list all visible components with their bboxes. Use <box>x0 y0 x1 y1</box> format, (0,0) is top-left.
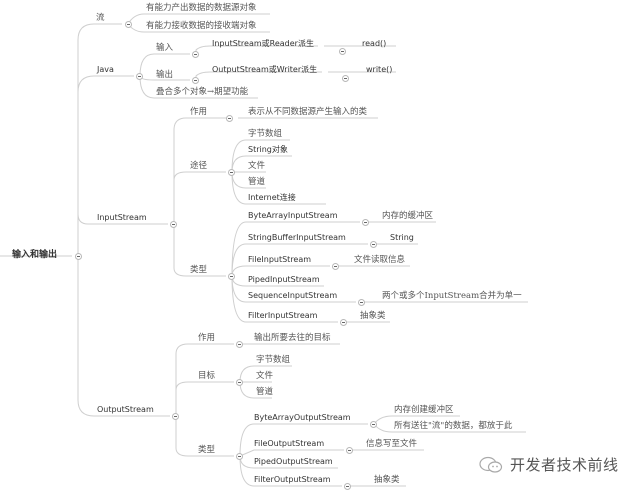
node-outputstream[interactable]: OutputStream <box>97 405 154 414</box>
collapse-toggle-os-purpose[interactable] <box>236 341 243 348</box>
node-bytearrayinputstream[interactable]: ByteArrayInputStream <box>248 211 338 220</box>
node-os-purpose[interactable]: 作用 <box>198 333 216 343</box>
node-java-input[interactable]: 输入 <box>156 43 174 53</box>
collapse-toggle-outputstream[interactable] <box>172 413 179 420</box>
root-node[interactable]: 输入和输出 <box>12 250 58 260</box>
node-os-target-file[interactable]: 文件 <box>256 371 274 381</box>
node-os-target-pipe[interactable]: 管道 <box>256 387 274 397</box>
collapse-toggle-java-output[interactable] <box>192 77 199 84</box>
node-bytearrayoutputstream-note-1[interactable]: 内存创建缓冲区 <box>394 405 454 415</box>
collapse-toggle-is-types[interactable] <box>228 273 235 280</box>
watermark-text: 开发者技术前线 <box>510 456 619 474</box>
collapse-toggle-bytearrayinputstream[interactable] <box>362 219 369 226</box>
node-fileoutputstream-note[interactable]: 信息写至文件 <box>366 439 418 449</box>
collapse-toggle-filteroutputstream[interactable] <box>344 483 351 490</box>
collapse-toggle-stream[interactable] <box>125 21 132 28</box>
node-filteroutputstream[interactable]: FilterOutputStream <box>254 475 331 484</box>
node-java-input-child[interactable]: InputStream或Reader派生 <box>212 39 314 48</box>
node-sequenceinputstream[interactable]: SequenceInputStream <box>248 291 338 300</box>
node-is-source-string[interactable]: String对象 <box>248 145 288 154</box>
collapse-toggle-fileinputstream[interactable] <box>332 263 339 270</box>
collapse-toggle-java-input[interactable] <box>192 51 199 58</box>
node-read[interactable]: read() <box>362 39 387 48</box>
node-java-output[interactable]: 输出 <box>156 70 174 80</box>
node-stringbufferinputstream-note[interactable]: String <box>390 233 414 242</box>
watermark: 开发者技术前线 <box>478 454 619 475</box>
collapse-toggle-os-targets[interactable] <box>236 379 243 386</box>
collapse-toggle-filterinputstream[interactable] <box>340 319 347 326</box>
collapse-toggle-bytearrayoutputstream[interactable] <box>370 421 377 428</box>
collapse-toggle-java[interactable] <box>136 73 143 80</box>
node-fileoutputstream[interactable]: FileOutputStream <box>254 439 325 448</box>
node-pipedinputstream[interactable]: PipedInputStream <box>248 275 320 284</box>
node-inputstream[interactable]: InputStream <box>97 213 147 222</box>
collapse-toggle-os-types[interactable] <box>236 453 243 460</box>
node-is-purpose-child[interactable]: 表示从不同数据源产生输入的类 <box>248 107 368 117</box>
collapse-toggle-is-purpose[interactable] <box>226 115 233 122</box>
node-is-source-file[interactable]: 文件 <box>248 161 266 171</box>
node-stringbufferinputstream[interactable]: StringBufferInputStream <box>248 233 346 242</box>
node-stream[interactable]: 流 <box>96 13 105 23</box>
node-bytearrayoutputstream[interactable]: ByteArrayOutputStream <box>254 413 351 422</box>
node-fileinputstream-note[interactable]: 文件读取信息 <box>354 255 406 265</box>
node-java-output-child[interactable]: OutputStream或Writer派生 <box>212 65 318 74</box>
node-stream-source[interactable]: 有能力产出数据的数据源对象 <box>146 3 257 13</box>
node-is-types[interactable]: 类型 <box>190 265 208 275</box>
node-bytearrayinputstream-note[interactable]: 内存的缓冲区 <box>382 211 434 221</box>
node-stream-sink[interactable]: 有能力接收数据的接收端对象 <box>146 21 257 31</box>
node-os-types[interactable]: 类型 <box>198 445 216 455</box>
node-java-combine[interactable]: 叠合多个对象→期望功能 <box>156 87 249 97</box>
collapse-toggle-is-sources[interactable] <box>228 169 235 176</box>
node-fileinputstream[interactable]: FileInputStream <box>248 255 312 264</box>
node-filterinputstream-note[interactable]: 抽象类 <box>360 311 386 321</box>
collapse-toggle-java-output-child[interactable] <box>342 75 349 82</box>
node-is-purpose[interactable]: 作用 <box>190 107 208 117</box>
collapse-toggle-root[interactable] <box>75 253 82 260</box>
collapse-toggle-inputstream[interactable] <box>170 221 177 228</box>
node-filteroutputstream-note[interactable]: 抽象类 <box>374 475 400 485</box>
wechat-icon <box>479 456 503 473</box>
node-java[interactable]: Java <box>97 65 114 74</box>
node-os-purpose-child[interactable]: 输出所要去往的目标 <box>254 333 331 343</box>
node-is-source-pipe[interactable]: 管道 <box>248 177 266 187</box>
node-bytearrayoutputstream-note-2[interactable]: 所有送往"流"的数据，都放于此 <box>394 421 513 431</box>
collapse-toggle-sequenceinputstream[interactable] <box>358 299 365 306</box>
node-write[interactable]: write() <box>366 65 393 74</box>
node-is-sources[interactable]: 途径 <box>190 161 208 171</box>
node-sequenceinputstream-note[interactable]: 两个或多个InputStream合并为单一 <box>382 291 522 301</box>
collapse-toggle-fileoutputstream[interactable] <box>346 447 353 454</box>
node-filterinputstream[interactable]: FilterInputStream <box>248 311 318 320</box>
collapse-toggle-stringbufferinputstream[interactable] <box>370 241 377 248</box>
node-is-source-internet[interactable]: Internet连接 <box>248 193 296 202</box>
collapse-toggle-java-input-child[interactable] <box>339 48 346 55</box>
node-pipedoutputstream[interactable]: PipedOutputStream <box>254 457 333 466</box>
node-os-targets[interactable]: 目标 <box>198 371 216 381</box>
node-os-target-bytes[interactable]: 字节数组 <box>256 355 291 365</box>
node-is-source-bytes[interactable]: 字节数组 <box>248 129 283 139</box>
